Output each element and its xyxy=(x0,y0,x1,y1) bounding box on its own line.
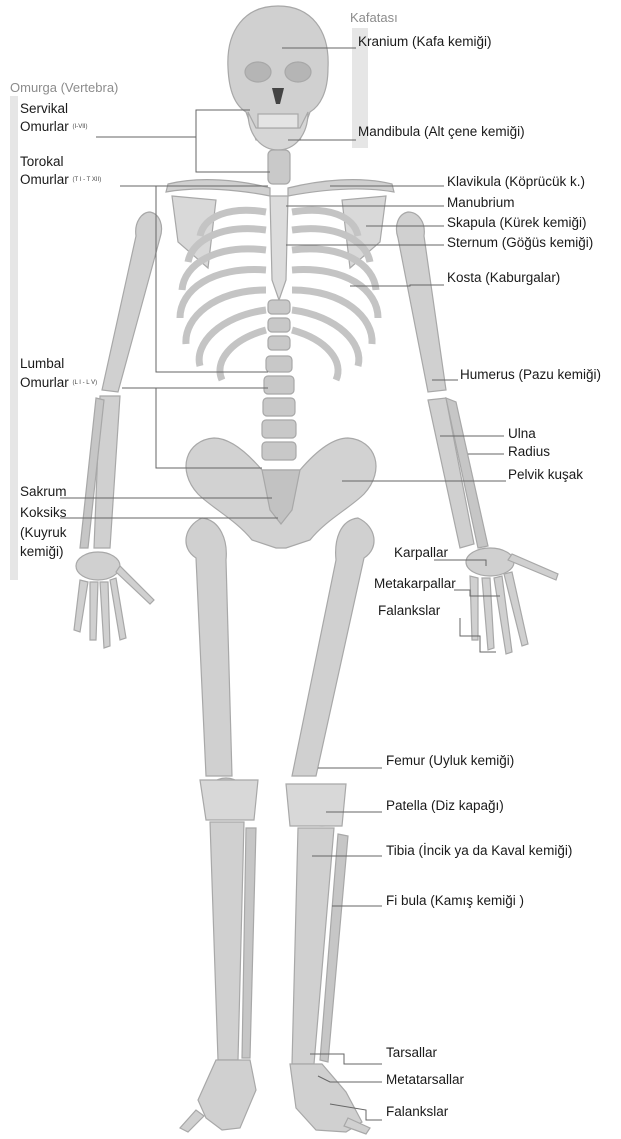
label-kranium: Kranium (Kafa kemiği) xyxy=(358,34,492,50)
label-pelvik: Pelvik kuşak xyxy=(508,467,583,483)
spinal-column xyxy=(262,300,296,460)
label-sakrum: Sakrum xyxy=(20,484,67,500)
label-torokal-line2: Omurlar (T I - T XII) xyxy=(20,172,101,188)
label-kosta: Kosta (Kaburgalar) xyxy=(447,270,560,286)
left-femur xyxy=(186,518,232,776)
left-humerus xyxy=(102,212,162,392)
label-tarsallar: Tarsallar xyxy=(386,1045,437,1061)
label-manubrium: Manubrium xyxy=(447,195,515,211)
right-clavicle xyxy=(288,180,394,196)
label-karpallar: Karpallar xyxy=(394,545,448,561)
right-orbit xyxy=(285,62,311,82)
left-clavicle xyxy=(166,180,270,196)
label-servikal-line1: Servikal xyxy=(20,101,68,117)
label-radius: Radius xyxy=(508,444,550,460)
spine-group-bar xyxy=(10,96,18,580)
label-servikal-sub: (I-VII) xyxy=(73,124,88,130)
spine-group-title: Omurga (Vertebra) xyxy=(10,80,118,95)
cervical-spine xyxy=(268,150,290,184)
label-torokal-sub: (T I - T XII) xyxy=(73,177,102,183)
left-knee xyxy=(200,780,258,820)
right-femur xyxy=(292,518,374,776)
label-patella: Patella (Diz kapağı) xyxy=(386,798,504,814)
label-lumbal-omurlar: Omurlar xyxy=(20,375,69,390)
label-tibia: Tibia (İncik ya da Kaval kemiği) xyxy=(386,843,572,859)
label-koksiks-line3: kemiği) xyxy=(20,544,64,560)
label-lumbal-line1: Lumbal xyxy=(20,356,64,372)
label-metatarsallar: Metatarsallar xyxy=(386,1072,464,1088)
teeth xyxy=(258,114,298,128)
label-falankslar-hand: Falankslar xyxy=(378,603,440,619)
skull-group-title: Kafatası xyxy=(350,10,398,25)
label-femur: Femur (Uyluk kemiği) xyxy=(386,753,514,769)
label-torokal-omurlar: Omurlar xyxy=(20,172,69,187)
left-foot xyxy=(180,1060,256,1132)
left-tibia xyxy=(210,822,244,1060)
label-metakarpallar: Metakarpallar xyxy=(374,576,456,592)
label-falankslar-foot: Falankslar xyxy=(386,1104,448,1120)
label-lumbal-sub: (L I - L V) xyxy=(73,380,98,386)
label-sternum: Sternum (Göğüs kemiği) xyxy=(447,235,593,251)
label-fibula: Fi bula (Kamış kemiği ) xyxy=(386,893,524,909)
label-humerus: Humerus (Pazu kemiği) xyxy=(460,367,601,383)
label-mandibula: Mandibula (Alt çene kemiği) xyxy=(358,124,525,140)
label-ulna: Ulna xyxy=(508,426,536,442)
left-fibula xyxy=(242,828,256,1058)
sternum-shape xyxy=(270,196,288,300)
label-koksiks-line2: (Kuyruk xyxy=(20,525,67,541)
right-knee xyxy=(286,784,346,826)
label-servikal-omurlar: Omurlar xyxy=(20,119,69,134)
left-orbit xyxy=(245,62,271,82)
right-foot xyxy=(290,1064,370,1134)
label-lumbal-line2: Omurlar (L I - L V) xyxy=(20,375,97,391)
label-skapula: Skapula (Kürek kemiği) xyxy=(447,215,587,231)
label-koksiks-line1: Koksiks xyxy=(20,505,67,521)
leader-servikal xyxy=(96,110,270,172)
label-servikal-line2: Omurlar (I-VII) xyxy=(20,119,88,135)
label-torokal-line1: Torokal xyxy=(20,154,64,170)
label-klavikula: Klavikula (Köprücük k.) xyxy=(447,174,585,190)
right-humerus xyxy=(396,212,446,392)
left-hand xyxy=(74,552,154,648)
